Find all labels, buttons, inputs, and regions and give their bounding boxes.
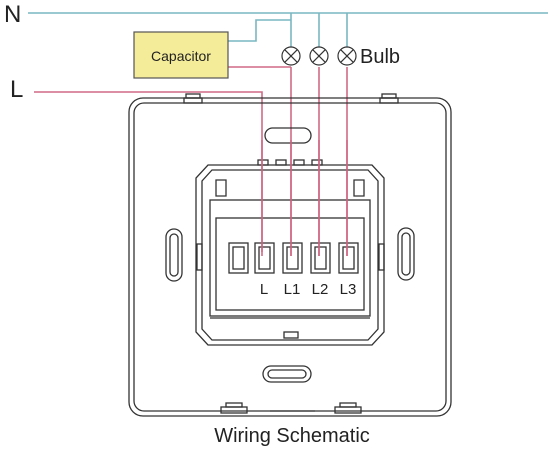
- switch-panel: [128, 93, 452, 417]
- capacitor-neutral-wire: [228, 19, 291, 42]
- bottom-mounting-slot: [262, 365, 312, 383]
- neutral-wires: [28, 12, 548, 47]
- bulb-label: Bulb: [360, 46, 400, 68]
- live-wires: [34, 66, 348, 256]
- terminal-wire-ends: [261, 140, 348, 256]
- top-mounting-slot: [264, 127, 312, 144]
- terminal-label-l1: L1: [284, 281, 301, 298]
- panel-inner-frame: [133, 102, 447, 412]
- capacitor-label: Capacitor: [151, 48, 211, 64]
- left-mounting-slot: [165, 228, 183, 282]
- capacitor-box: [133, 31, 229, 79]
- terminal-block: [209, 199, 371, 317]
- center-housing: [195, 164, 385, 346]
- neutral-label: N: [4, 1, 21, 28]
- capacitor: Capacitor: [133, 31, 229, 79]
- bulb-icon: [337, 46, 357, 66]
- live-label: L: [10, 76, 23, 103]
- bottom-clips: [220, 402, 362, 414]
- right-mounting-slot: [397, 227, 415, 281]
- terminal-label-l3: L3: [340, 281, 357, 298]
- bulb-icon: [281, 46, 301, 66]
- bulbs: [281, 46, 357, 66]
- live-main-wire: [34, 91, 263, 252]
- diagram-caption: Wiring Schematic: [214, 425, 370, 447]
- terminal-label-l2: L2: [312, 281, 329, 298]
- terminal-label-l: L: [260, 281, 268, 298]
- bulb-icon: [309, 46, 329, 66]
- panel-outer-frame: [128, 97, 452, 417]
- top-clips: [183, 93, 399, 104]
- terminal-screws: [228, 242, 359, 274]
